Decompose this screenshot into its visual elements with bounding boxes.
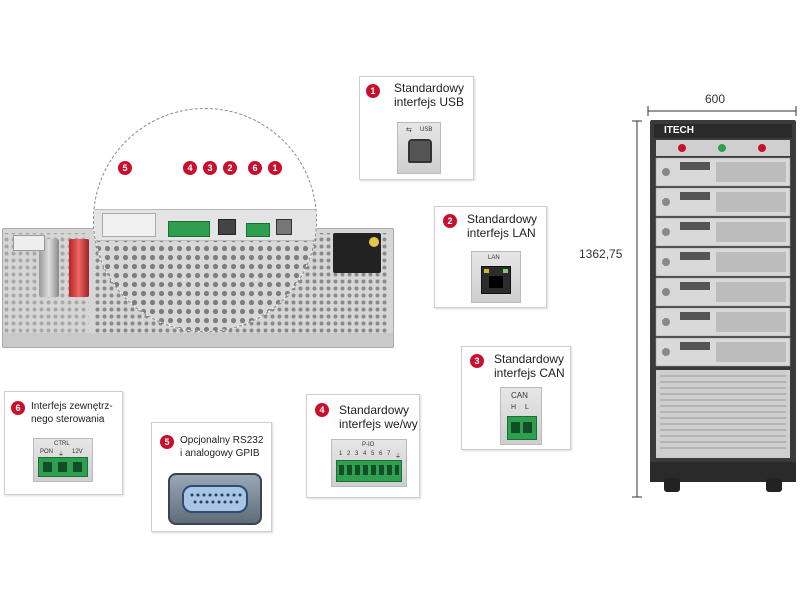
cabinet-wheel-left: [664, 478, 680, 492]
can-green-connector: [507, 416, 537, 440]
cabinet-brand: ITECH: [664, 125, 694, 136]
can-port-label: CAN: [511, 391, 528, 400]
callout-pio-line-2: interfejs we/wy: [339, 417, 418, 431]
callout-usb-line-1: Standardowy: [394, 81, 465, 95]
pio-port-label: P-IO: [362, 442, 375, 448]
callout-badge-5: 5: [160, 435, 174, 449]
pio-port-image: P-IO 1 2 3 4 5 6 7 ⏚: [331, 439, 407, 487]
callout-badge-6: 6: [11, 401, 25, 415]
pio-pin-label-1: 1: [339, 451, 343, 457]
can-port-image: CAN H L: [500, 387, 542, 445]
ctrl-green-connector: [38, 457, 88, 477]
can-pin-1: [511, 422, 520, 433]
callout-lan-line-2: interfejs LAN: [467, 226, 536, 240]
zoom-ctrl-connector: [246, 223, 270, 237]
gpib-socket: [182, 485, 248, 513]
zoom-option-slot: [102, 213, 156, 237]
pio-pin-label-3: 3: [355, 451, 359, 457]
callout-ctrl-line-2: nego sterowania: [31, 414, 105, 425]
pio-pin-label-2: 2: [347, 451, 351, 457]
can-pin-label-l: L: [525, 404, 529, 411]
lan-port-label: LAN: [488, 255, 500, 261]
zoom-badge-2: 2: [223, 161, 237, 175]
callout-badge-3: 3: [470, 354, 484, 368]
rj45-led-left: [484, 269, 489, 273]
zoom-pio-connector: [168, 221, 210, 237]
zoom-badge-5: 5: [118, 161, 132, 175]
callout-pio: 4 Standardowy interfejs we/wy P-IO 1 2 3…: [306, 394, 420, 498]
dc-terminal-positive: [69, 239, 89, 297]
zoom-usb-port: [276, 219, 292, 235]
pio-pin-label-6: 6: [379, 451, 383, 457]
rj45-socket: [481, 266, 511, 294]
zoom-circle: [93, 108, 317, 332]
can-pin-2: [523, 422, 532, 433]
usb-b-socket: [408, 139, 432, 163]
gpib-pins: [190, 493, 242, 504]
lan-port-image: LAN: [471, 251, 521, 303]
callout-can-line-1: Standardowy: [494, 352, 565, 366]
ctrl-pin-label-12v: 12V: [72, 449, 83, 455]
ctrl-port-label: CTRL: [54, 441, 70, 447]
rack-cabinet: ITECH: [650, 120, 796, 482]
callout-usb: 1 Standardowy interfejs USB ⇆ USB: [359, 76, 474, 180]
zoom-badge-6: 6: [248, 161, 262, 175]
pio-green-connector: [336, 460, 402, 482]
dimension-width-line: [647, 106, 797, 116]
callout-badge-1: 1: [366, 84, 380, 98]
pio-pin-label-7: 7: [387, 451, 391, 457]
ctrl-pin-label-ground: ⏚: [58, 452, 65, 458]
callout-lan: 2 Standardowy interfejs LAN LAN: [434, 206, 547, 308]
callout-badge-2: 2: [443, 214, 457, 228]
ac-input-screw: [369, 237, 379, 247]
dimension-width-label: 600: [705, 92, 726, 106]
callout-pio-line-1: Standardowy: [339, 403, 410, 417]
terminal-cover-left: [13, 235, 45, 251]
pio-pin-label-4: 4: [363, 451, 367, 457]
pio-pin-label-5: 5: [371, 451, 375, 457]
callout-can: 3 Standardowy interfejs CAN CAN H L: [461, 346, 571, 450]
ctrl-pin-label-pon: PON: [40, 449, 54, 455]
zoom-lan-port: [218, 219, 236, 235]
callout-lan-line-1: Standardowy: [467, 212, 538, 226]
pio-pin-label-ground: ⏚: [395, 454, 402, 460]
usb-icon: ⇆: [406, 127, 412, 134]
callout-ctrl: 6 Interfejs zewnętrz- nego sterowania CT…: [4, 391, 123, 495]
rj45-led-right: [503, 269, 508, 273]
callout-gpib-line-2: i analogowy GPIB: [180, 448, 260, 459]
callout-badge-4: 4: [315, 403, 329, 417]
callout-gpib-line-1: Opcjonalny RS232: [180, 435, 264, 446]
dc-terminal-negative: [39, 239, 59, 297]
dimension-height-line: [632, 120, 642, 498]
rj45-cavity: [489, 276, 503, 288]
ctrl-pin-3: [73, 462, 82, 472]
cabinet-wheel-right: [766, 478, 782, 492]
pio-pins: [339, 465, 399, 475]
usb-port-image: ⇆ USB: [397, 122, 441, 174]
ctrl-pin-1: [43, 462, 52, 472]
usb-port-label: USB: [420, 127, 433, 133]
callout-usb-line-2: interfejs USB: [394, 95, 465, 109]
zoom-badge-4: 4: [183, 161, 197, 175]
cabinet-top-bar: ITECH: [654, 124, 792, 138]
ctrl-pin-2: [58, 462, 67, 472]
zoom-badge-3: 3: [203, 161, 217, 175]
can-pin-label-h: H: [511, 404, 517, 411]
callout-ctrl-line-1: Interfejs zewnętrz-: [31, 401, 113, 412]
ctrl-port-image: CTRL PON ⏚ 12V: [33, 438, 93, 482]
zoom-badge-1: 1: [268, 161, 282, 175]
gpib-connector-image: [168, 473, 262, 525]
dimension-height-label: 1362,75: [579, 247, 623, 261]
callout-gpib: 5 Opcjonalny RS232 i analogowy GPIB: [151, 422, 272, 532]
cabinet-units: [650, 140, 796, 482]
callout-can-line-2: interfejs CAN: [494, 366, 565, 380]
